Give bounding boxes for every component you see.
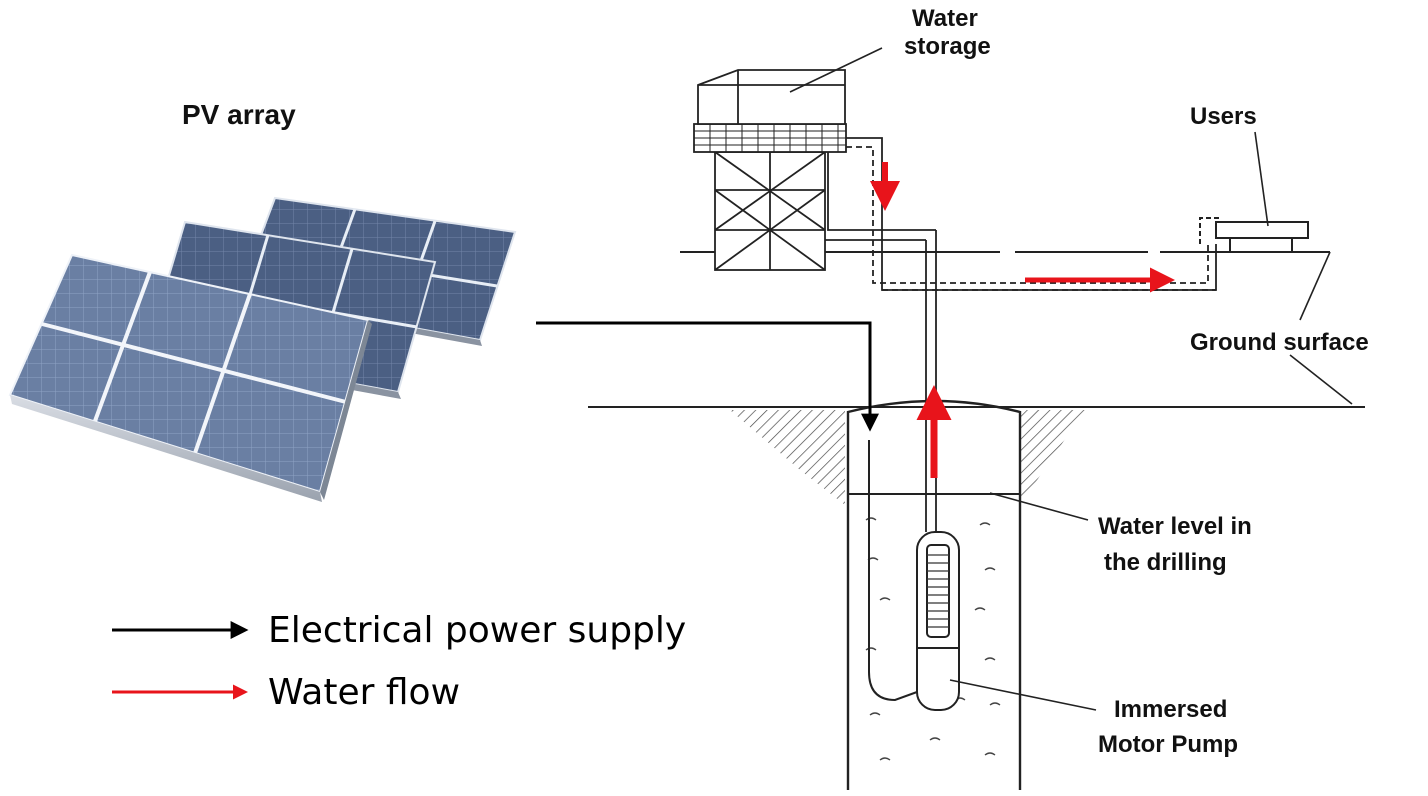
water-storage-tower [693, 69, 1217, 291]
water-storage-label-line2: storage [904, 33, 991, 60]
water-storage-label-line1: Water [912, 5, 978, 32]
ground-surface-label: Ground surface [1190, 329, 1369, 356]
soil-hatching [730, 410, 1085, 505]
immersed-pump [916, 531, 960, 711]
pv-array-image [8, 196, 517, 502]
power-cable-in-well [868, 440, 918, 702]
legend-water-label: Water flow [268, 672, 460, 713]
power-supply-arrow [536, 321, 879, 432]
solar-panel-front [8, 253, 372, 502]
pv-array-label: PV array [182, 99, 296, 130]
pump-label-line2: Motor Pump [1098, 731, 1238, 758]
water-level-label-line2: the drilling [1104, 549, 1227, 576]
leader-lines [789, 47, 1353, 711]
legend-electrical-label: Electrical power supply [268, 610, 686, 651]
user-tap [1199, 217, 1309, 253]
water-level-label-line1: Water level in [1098, 513, 1252, 540]
water-flow-arrows [870, 162, 1175, 478]
users-label: Users [1190, 103, 1257, 130]
legend: Electrical power supply Water flow [112, 610, 686, 713]
pump-label-line1: Immersed [1114, 696, 1227, 723]
